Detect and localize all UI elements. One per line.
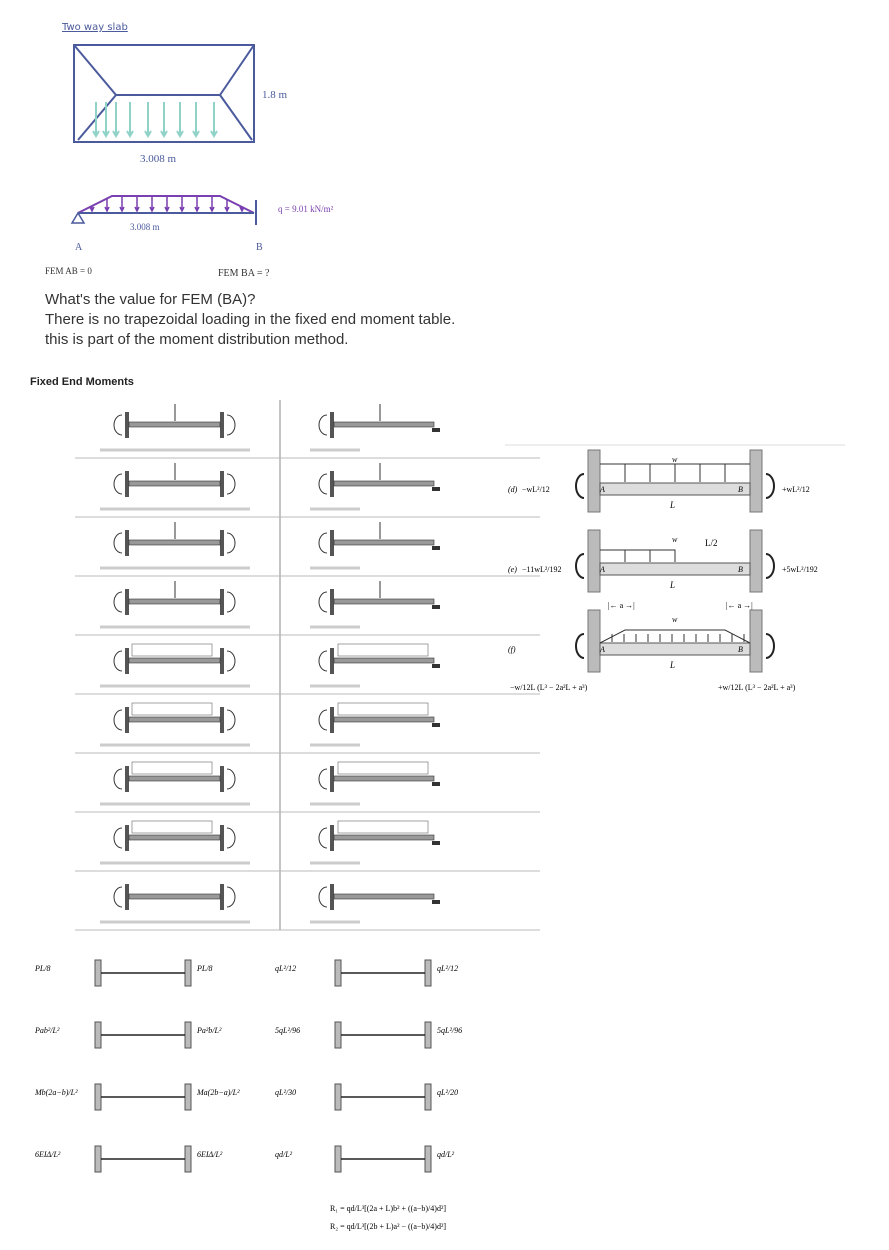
question-line-1: What's the value for FEM (BA)? bbox=[45, 291, 256, 308]
load-label: w bbox=[672, 455, 678, 464]
moment-arrow-icon bbox=[575, 473, 585, 499]
left-moment: Mb(2a−b)/L² bbox=[34, 1088, 78, 1097]
fem-table-row bbox=[100, 581, 440, 629]
reaction-r2: R₂ = qd/L³[(2b + L)a² − ((a−b)/4)d²] bbox=[330, 1222, 446, 1231]
fem-formula-case: Mb(2a−b)/L² Ma(2b−a)/L² bbox=[34, 1083, 240, 1111]
a-label: |← a →| bbox=[608, 601, 635, 610]
fem-ab: FEM AB = 0 bbox=[45, 266, 92, 276]
fem-table-row bbox=[100, 884, 440, 924]
right-moment: 6EIΔ/L² bbox=[197, 1150, 223, 1159]
left-moment: −wL²/12 bbox=[522, 485, 550, 494]
a-label: |← a →| bbox=[726, 601, 753, 610]
svg-text:A: A bbox=[599, 485, 605, 494]
fem-formula-case: qL²/30 qL²/20 bbox=[275, 1083, 458, 1111]
fem-formula-case: 6EIΔ/L² 6EIΔ/L² bbox=[35, 1145, 223, 1173]
question-line-2: There is no trapezoidal loading in the f… bbox=[45, 311, 456, 328]
moment-arrow-icon bbox=[765, 553, 775, 579]
right-moment: +wL²/12 bbox=[782, 485, 810, 494]
left-moment: Pab²/L² bbox=[34, 1026, 60, 1035]
right-moment: +5wL²/192 bbox=[782, 565, 818, 574]
right-moment: Ma(2b−a)/L² bbox=[196, 1088, 240, 1097]
left-moment: 5qL²/96 bbox=[275, 1026, 300, 1035]
table-title: Fixed End Moments bbox=[30, 376, 134, 388]
case-label: (d) bbox=[508, 485, 518, 494]
label-b: B bbox=[256, 242, 263, 253]
left-moment: −w/12L (L³ − 2a²L + a³) bbox=[510, 683, 588, 692]
reaction-r1: R₁ = qd/L³[(2a + L)b² + ((a−b)/4)d²] bbox=[330, 1204, 446, 1213]
load-label: w bbox=[672, 535, 678, 544]
span-label: L bbox=[669, 660, 675, 670]
half-span-label: L/2 bbox=[705, 538, 718, 548]
dim-long: 3.008 m bbox=[140, 153, 177, 165]
left-moment: −11wL²/192 bbox=[522, 565, 562, 574]
moment-arrow-icon bbox=[575, 553, 585, 579]
right-moment: Pa²b/L² bbox=[196, 1026, 222, 1035]
sketch-title: Two way slab bbox=[61, 22, 128, 33]
moment-arrow-icon bbox=[765, 633, 775, 659]
dim-short: 1.8 m bbox=[262, 89, 288, 101]
svg-text:A: A bbox=[599, 645, 605, 654]
case-label: (e) bbox=[508, 565, 517, 574]
fem-ba: FEM BA = ? bbox=[218, 268, 270, 279]
span-label: L bbox=[669, 580, 675, 590]
span-label: L bbox=[669, 500, 675, 510]
moment-arrow-icon bbox=[765, 473, 775, 499]
fem-case: L/2 wL A B (e) −11wL²/192 +5wL²/192 bbox=[508, 529, 818, 593]
case-label: (f) bbox=[508, 645, 516, 654]
fem-table-row bbox=[100, 702, 440, 747]
question-line-3: this is part of the moment distribution … bbox=[45, 331, 349, 348]
svg-text:B: B bbox=[738, 645, 743, 654]
fem-table-row bbox=[100, 820, 440, 865]
fem-formula-case: qL²/12 qL²/12 bbox=[275, 959, 458, 987]
fem-table-row bbox=[100, 761, 440, 806]
left-moment: qL²/12 bbox=[275, 964, 296, 973]
svg-text:A: A bbox=[599, 565, 605, 574]
load-arrows bbox=[92, 102, 218, 138]
slab-sketch: Two way slab 1.8 m 3.008 m 3.008 m q = 9… bbox=[45, 22, 334, 279]
svg-text:B: B bbox=[738, 485, 743, 494]
fem-formula-case: Pab²/L² Pa²b/L² bbox=[34, 1021, 222, 1049]
svg-text:B: B bbox=[738, 565, 743, 574]
right-moment: qL²/12 bbox=[437, 964, 458, 973]
fem-formula-case: PL/8 PL/8 bbox=[34, 959, 213, 987]
moment-arrow-icon bbox=[575, 633, 585, 659]
fem-table-row bbox=[100, 643, 440, 688]
left-moment: qL²/30 bbox=[275, 1088, 296, 1097]
fem-case: |← a →| |← a →| wL A B (f) −w/12L (L³ − 2a²L +… bbox=[508, 601, 796, 692]
fem-table-row bbox=[100, 463, 440, 511]
fem-formula-case: 5qL²/96 5qL²/96 bbox=[275, 1021, 462, 1049]
trapezoidal-load bbox=[89, 196, 245, 213]
left-moment: 6EIΔ/L² bbox=[35, 1150, 61, 1159]
right-moment: qL²/20 bbox=[437, 1088, 458, 1097]
fem-table-row bbox=[100, 404, 440, 452]
left-moment: PL/8 bbox=[34, 964, 51, 973]
fem-case: wL A B (d) −wL²/12 +wL²/12 bbox=[508, 449, 810, 513]
label-a: A bbox=[75, 242, 83, 253]
right-moment: 5qL²/96 bbox=[437, 1026, 462, 1035]
left-moment: qd/L² bbox=[275, 1150, 293, 1159]
right-moment: PL/8 bbox=[196, 964, 213, 973]
pin-support-icon bbox=[70, 211, 86, 224]
beam-span: 3.008 m bbox=[130, 222, 160, 232]
fem-table-row bbox=[100, 522, 440, 570]
right-moment: qd/L² bbox=[437, 1150, 455, 1159]
load-label: q = 9.01 kN/m² bbox=[278, 204, 334, 214]
load-label: w bbox=[672, 615, 678, 624]
right-moment: +w/12L (L³ − 2a²L + a³) bbox=[718, 683, 796, 692]
fem-table bbox=[75, 400, 540, 931]
fem-formula-case: qd/L² qd/L² bbox=[275, 1145, 455, 1173]
